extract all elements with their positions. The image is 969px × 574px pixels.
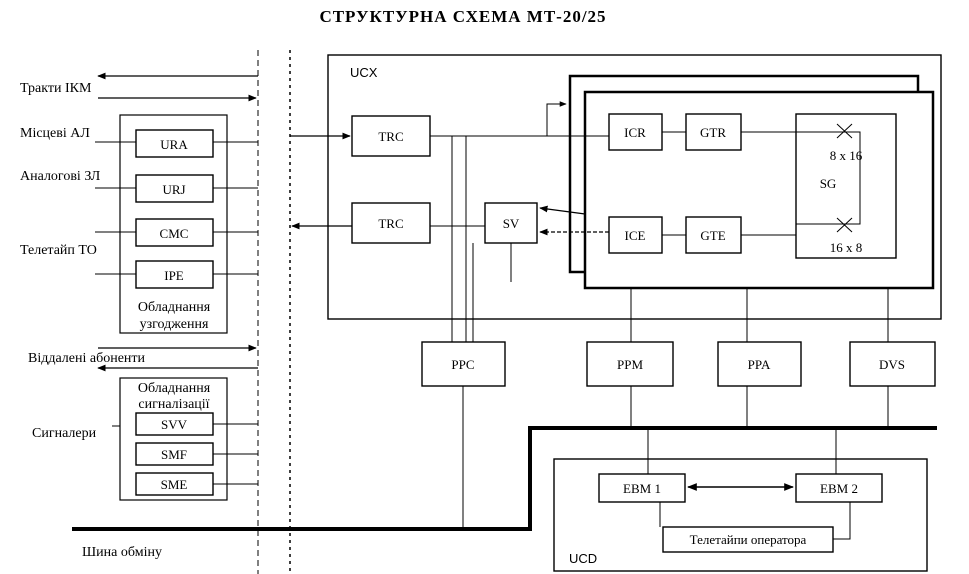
block-ppm [586, 341, 674, 387]
sg-cross-top-b [836, 123, 853, 139]
block-ebm2 [795, 473, 883, 503]
label-teletaip-to: Телетайп ТО [20, 243, 97, 258]
signaling-caption-line2: сигналізації [138, 397, 209, 412]
block-ebm1-label: EBM 1 [623, 481, 661, 496]
sg-out-size: 16 x 8 [830, 240, 863, 255]
sg-in-size: 8 x 16 [830, 148, 863, 163]
block-sg [795, 113, 897, 259]
block-ppm-label: PPM [617, 357, 643, 372]
block-smf-label: SMF [161, 447, 187, 462]
block-gtr [685, 113, 742, 151]
signaling-equipment-group [119, 377, 228, 501]
label-shyna-obminu: Шина обміну [82, 545, 162, 560]
block-sg-label: SG [820, 176, 837, 191]
ucd-unit [553, 458, 928, 572]
block-ipe-label: IPE [164, 268, 184, 283]
line-ebm2-operator [833, 502, 851, 540]
matching-equipment-group [119, 114, 228, 334]
ucd-label: UCD [569, 551, 597, 566]
ucx-label: UCX [350, 65, 378, 80]
signaling-caption-line1: Обладнання [138, 381, 211, 396]
block-ice-label: ICE [625, 228, 646, 243]
block-urj-label: URJ [162, 182, 185, 197]
matching-caption-line1: Обладнання [138, 300, 211, 315]
block-ebm2-label: EBM 2 [820, 481, 858, 496]
block-sme-label: SME [161, 477, 188, 492]
exchange-bus [72, 426, 937, 531]
diagram-title: СТРУКТУРНА СХЕМА МТ-20/25 [319, 7, 606, 26]
block-gte-label: GTE [700, 228, 725, 243]
label-mistsevi-al: Місцеві АЛ [20, 126, 90, 141]
block-dvs [849, 341, 936, 387]
block-trc-top-label: TRC [378, 129, 403, 144]
block-trc-bottom-label: TRC [378, 216, 403, 231]
block-sv-label: SV [503, 216, 520, 231]
block-ppa-label: PPA [748, 357, 771, 372]
label-viddaleni-abonenty: Віддалені абоненти [28, 351, 146, 366]
line-trc-top-branch [546, 101, 567, 136]
block-ppa [717, 341, 802, 387]
block-icr-label: ICR [624, 125, 646, 140]
sg-cross-bottom-b [836, 217, 853, 233]
label-analogovi-zl: Аналогові ЗЛ [20, 169, 101, 184]
arrow-to-sv-upper [539, 205, 586, 215]
ucx-unit [327, 54, 942, 320]
label-trakty-ikm: Тракти ІКМ [20, 81, 92, 96]
block-ura-label: URA [160, 137, 188, 152]
block-ura [135, 129, 214, 158]
label-syhnalery: Сигналери [32, 426, 97, 441]
block-ebm1 [598, 473, 686, 503]
block-cmc-label: CMC [160, 226, 189, 241]
matching-caption-line2: узгодження [140, 317, 209, 332]
block-gtr-label: GTR [700, 125, 726, 140]
block-svv-label: SVV [161, 417, 188, 432]
block-trc-bottom [351, 202, 431, 244]
block-dvs-label: DVS [879, 357, 905, 372]
sg-loop [796, 131, 861, 225]
block-ppc-label: PPC [451, 357, 474, 372]
block-operator-teletypes-label: Телетайпи оператора [690, 532, 807, 547]
